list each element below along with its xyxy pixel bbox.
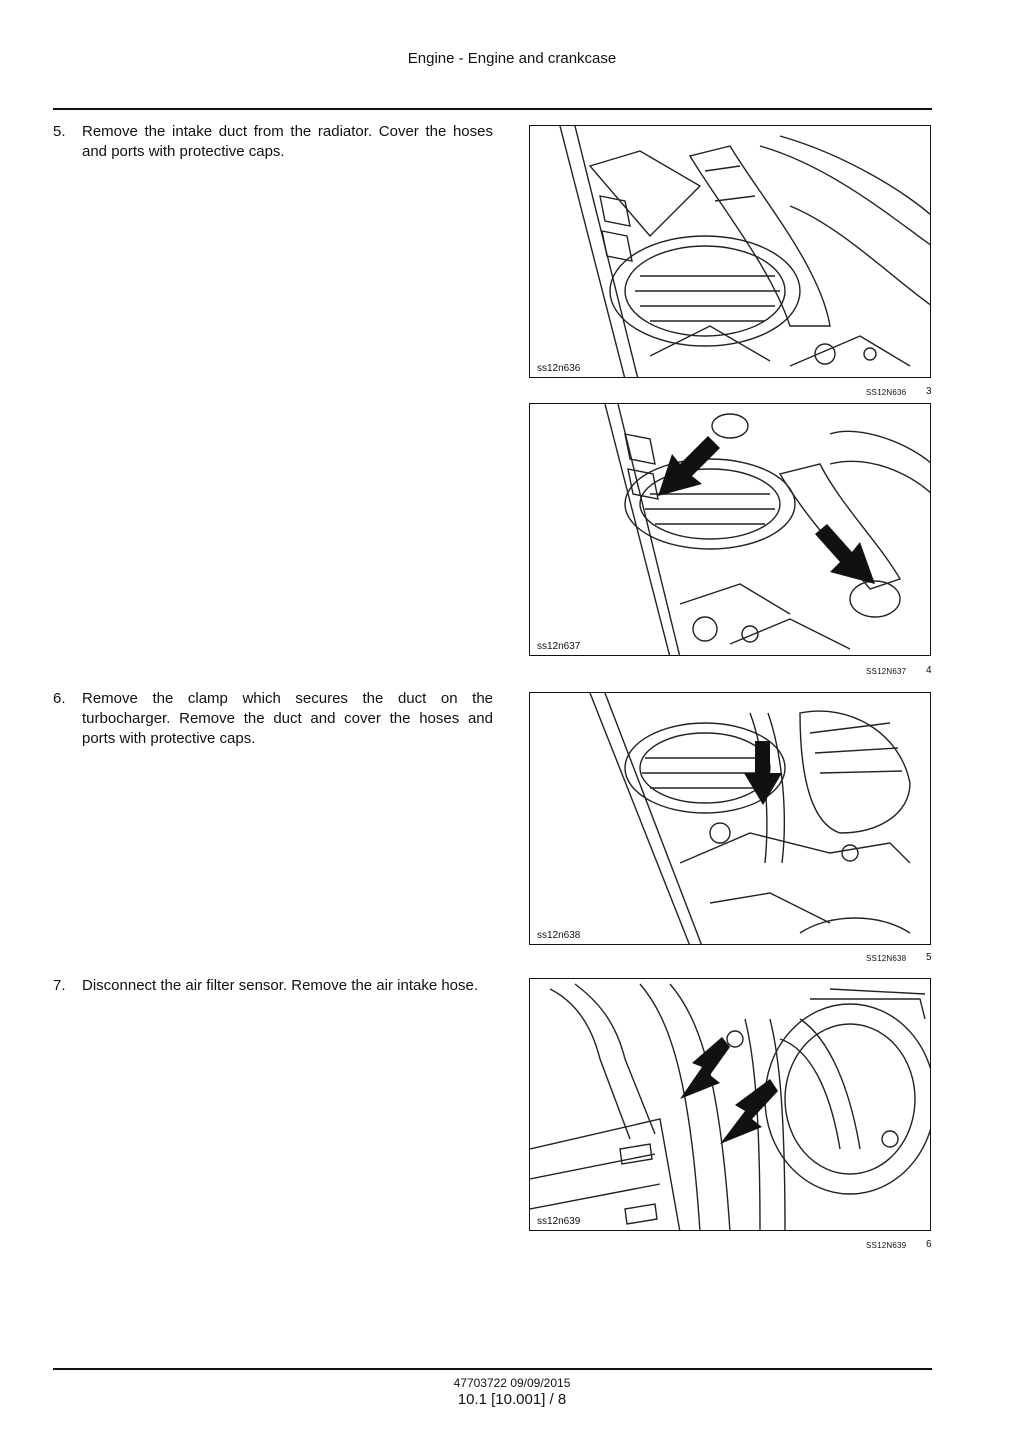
figure-turbocharger-clamp: ss12n638: [529, 692, 931, 945]
arrow-pointer-lower: [815, 524, 875, 584]
footer-rule: [53, 1368, 932, 1370]
footer-page-number: 10.1 [10.001] / 8: [457, 1391, 567, 1408]
arrow-pointer-hose: [720, 1079, 778, 1144]
arrow-pointer-sensor: [680, 1037, 730, 1099]
step-text: Remove the intake duct from the radiator…: [82, 123, 493, 160]
engine-line-drawing: [530, 983, 930, 1230]
footer-doc-id: 47703722 09/09/2015: [453, 1376, 571, 1390]
step-7: 7. Disconnect the air filter sensor. Rem…: [53, 976, 493, 996]
arrow-pointer-upper: [658, 436, 720, 496]
figure-number: 6: [926, 1239, 932, 1250]
header-rule: [53, 108, 932, 110]
figure-image-label: ss12n636: [535, 363, 583, 374]
figure-image-label: ss12n639: [535, 1216, 583, 1227]
figure-ref: SS12N639: [866, 1241, 907, 1250]
step-number: 5.: [53, 123, 66, 140]
engine-line-drawing: [604, 404, 930, 655]
step-text: Remove the clamp which secures the duct …: [82, 690, 493, 747]
figure-image-label: ss12n638: [535, 930, 583, 941]
figure-number: 3: [926, 386, 932, 397]
step-text: Disconnect the air filter sensor. Remove…: [82, 977, 479, 994]
figure-engine-intake-duct: ss12n636: [529, 125, 931, 378]
page-header-title: Engine - Engine and crankcase: [407, 50, 617, 67]
figure-image-label: ss12n637: [535, 641, 583, 652]
figure-ref: SS12N637: [866, 667, 907, 676]
figure-number: 5: [926, 952, 932, 963]
step-6: 6. Remove the clamp which secures the du…: [53, 689, 493, 749]
figure-number: 4: [926, 665, 932, 676]
figure-intake-duct-arrows: ss12n637: [529, 403, 931, 656]
arrow-pointer-down: [744, 741, 782, 805]
engine-line-drawing: [589, 693, 911, 944]
engine-line-drawing: [559, 126, 930, 377]
step-5: 5. Remove the intake duct from the radia…: [53, 122, 493, 162]
figure-ref: SS12N638: [866, 954, 907, 963]
step-number: 6.: [53, 690, 66, 707]
figure-air-filter-sensor: ss12n639: [529, 978, 931, 1231]
step-number: 7.: [53, 977, 66, 994]
figure-ref: SS12N636: [866, 388, 907, 397]
